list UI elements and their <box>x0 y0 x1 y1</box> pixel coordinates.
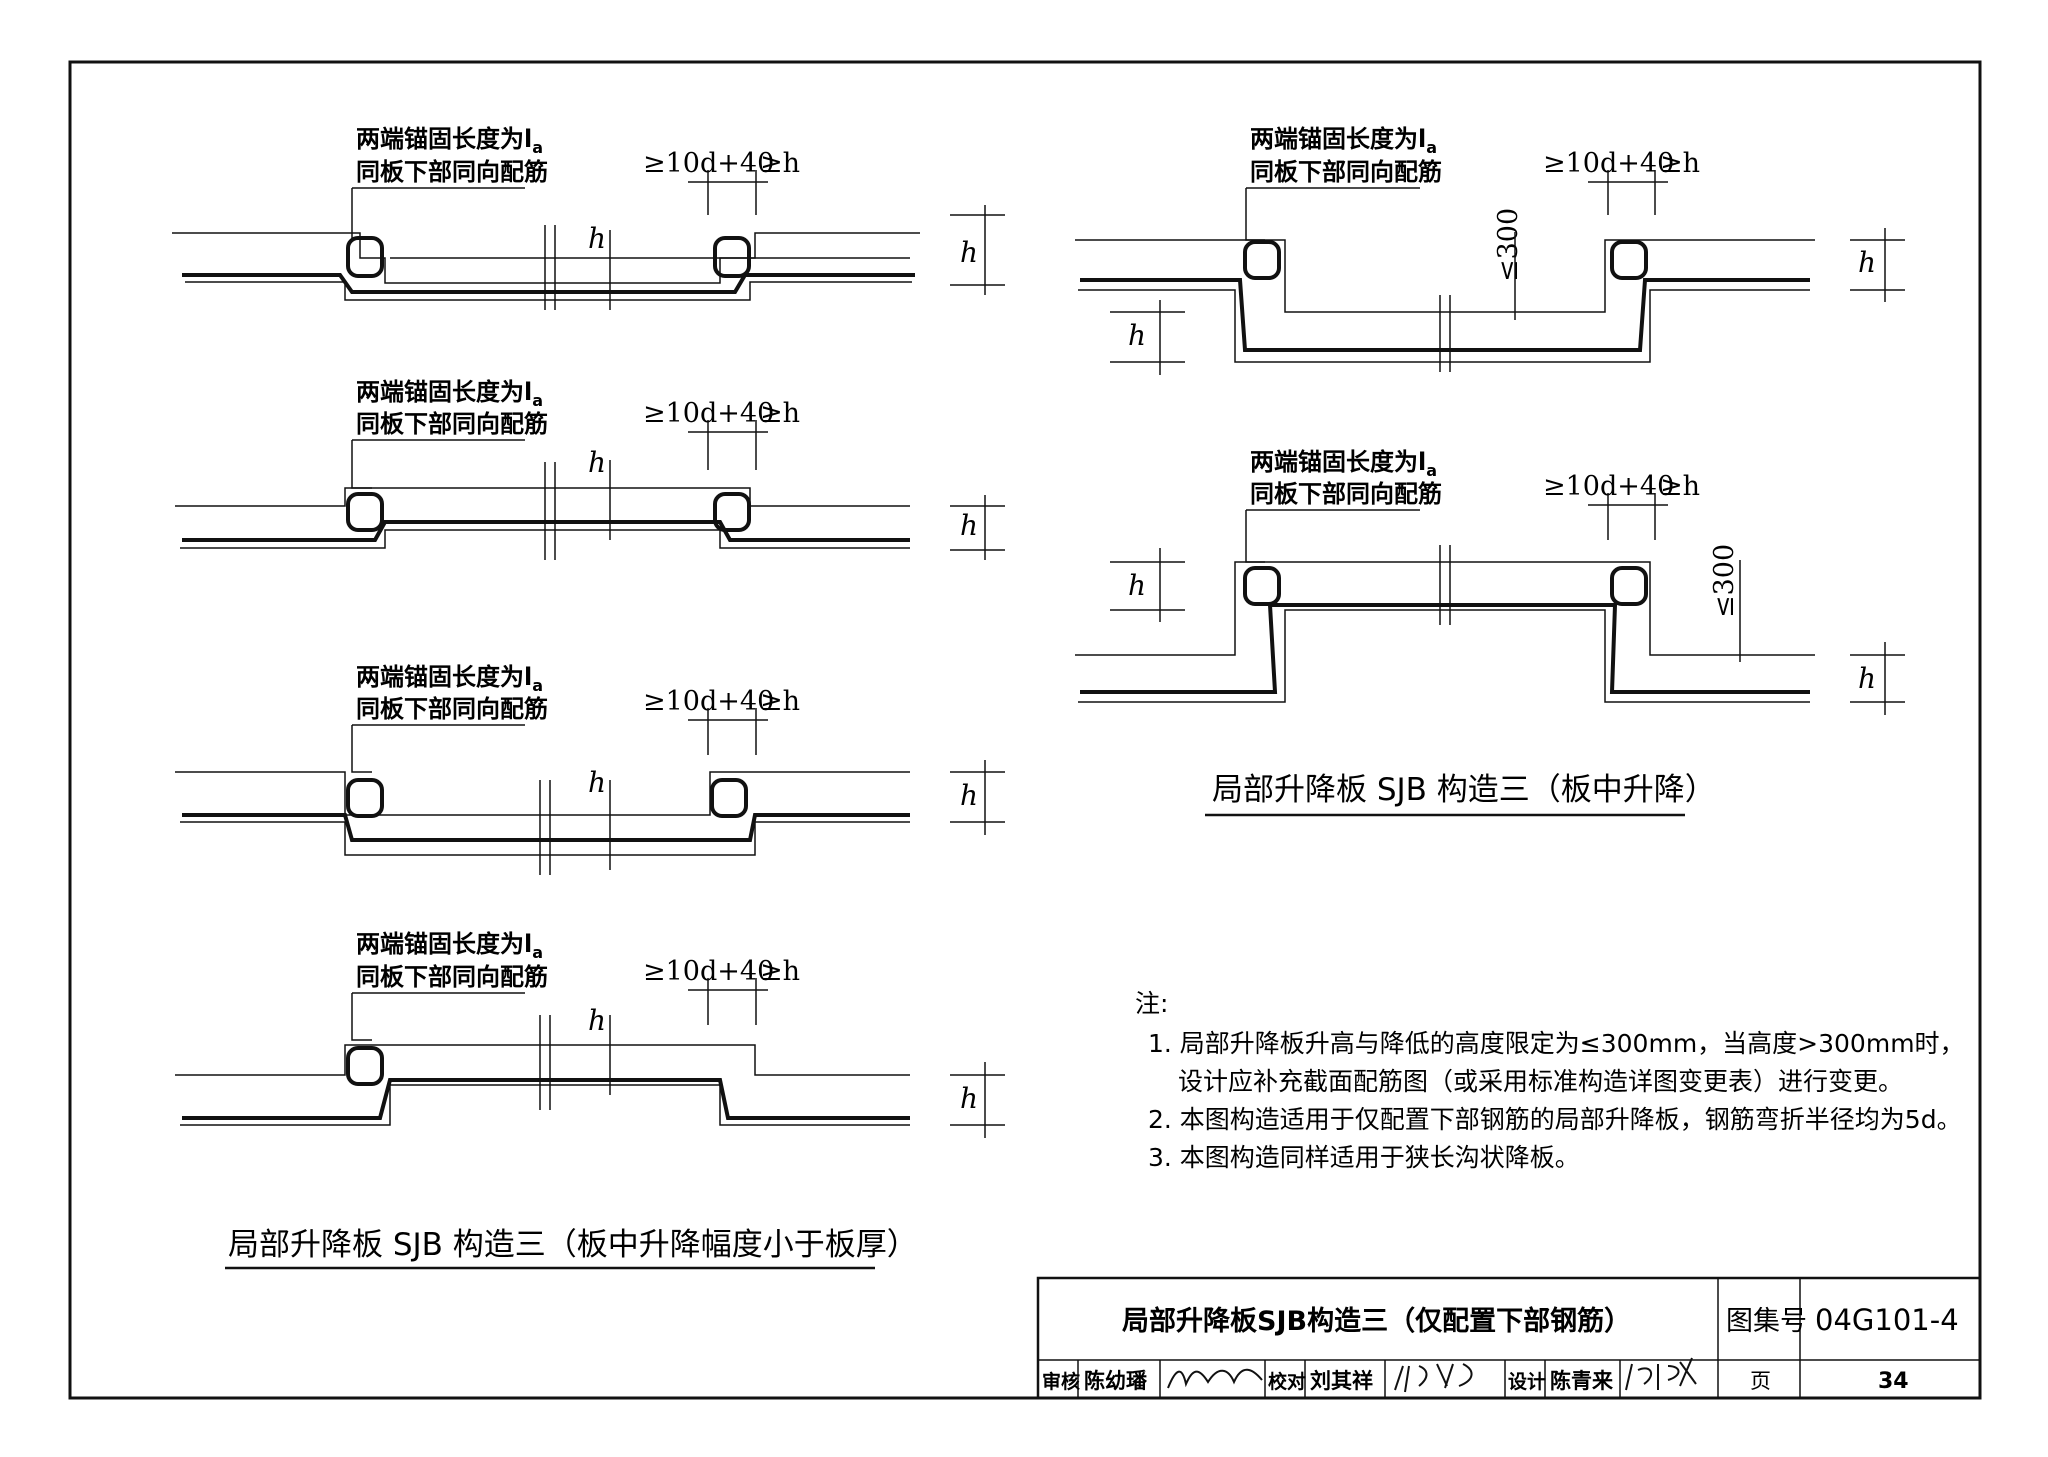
svg-text:2. 本图构造适用于仅配置下部钢筋的局部升降板，钢筋弯折半径: 2. 本图构造适用于仅配置下部钢筋的局部升降板，钢筋弯折半径均为5d。 <box>1148 1105 1962 1134</box>
svg-text:两端锚固长度为la: 两端锚固长度为la <box>356 378 543 410</box>
anchor-annotation: 两端锚固长度为la 同板下部同向配筋 <box>1245 448 1442 563</box>
svg-text:h: h <box>960 509 978 542</box>
designer-signature <box>1625 1357 1697 1391</box>
svg-text:h: h <box>960 1082 978 1115</box>
svg-text:两端锚固长度为la: 两端锚固长度为la <box>1250 125 1437 157</box>
detail-drop-slab-1: 两端锚固长度为la 同板下部同向配筋 ≥10d+40 ≥h h h <box>172 125 1005 310</box>
reviewer-signature <box>1167 1368 1263 1389</box>
svg-text:≥h: ≥h <box>1660 148 1700 179</box>
svg-text:≥h: ≥h <box>760 686 800 717</box>
svg-text:h: h <box>1858 246 1876 279</box>
svg-text:同板下部同向配筋: 同板下部同向配筋 <box>1250 480 1442 508</box>
svg-text:两端锚固长度为la: 两端锚固长度为la <box>356 125 543 157</box>
svg-text:h: h <box>960 779 978 812</box>
checker-signature <box>1394 1363 1473 1393</box>
atlas-number: 04G101-4 <box>1815 1303 1959 1337</box>
anchor-annotation: 两端锚固长度为la 同板下部同向配筋 <box>351 930 548 1041</box>
anchor-annotation: 两端锚固长度为la 同板下部同向配筋 <box>351 125 548 239</box>
svg-text:h: h <box>1128 319 1146 352</box>
svg-text:同板下部同向配筋: 同板下部同向配筋 <box>356 158 548 186</box>
svg-text:设计: 设计 <box>1508 1371 1546 1393</box>
detail-raised-slab-2: 两端锚固长度为la 同板下部同向配筋 ≥10d+40 ≥h h h <box>175 378 1005 560</box>
svg-text:同板下部同向配筋: 同板下部同向配筋 <box>356 963 548 991</box>
notes: 注: 1. 局部升降板升高与降低的高度限定为≤300mm，当高度>300mm时，… <box>1135 989 1965 1172</box>
svg-text:h: h <box>1128 569 1146 602</box>
svg-text:审核: 审核 <box>1042 1370 1080 1393</box>
anchor-annotation: 两端锚固长度为la 同板下部同向配筋 <box>1245 125 1442 241</box>
drawing-title: 局部升降板SJB构造三（仅配置下部钢筋） <box>1122 1305 1631 1337</box>
svg-text:校对: 校对 <box>1268 1370 1306 1393</box>
anchor-annotation: 两端锚固长度为la 同板下部同向配筋 <box>351 378 548 489</box>
svg-text:同板下部同向配筋: 同板下部同向配筋 <box>1250 158 1442 186</box>
sheet-frame <box>68 60 1982 1400</box>
svg-text:设计应补充截面配筋图（或采用标准构造详图变更表）进行变更。: 设计应补充截面配筋图（或采用标准构造详图变更表）进行变更。 <box>1178 1067 1903 1096</box>
svg-text:≥h: ≥h <box>760 148 800 179</box>
caption-left: 局部升降板 SJB 构造三（板中升降幅度小于板厚） <box>228 1227 918 1263</box>
svg-text:注:: 注: <box>1135 989 1168 1018</box>
svg-text:同板下部同向配筋: 同板下部同向配筋 <box>356 410 548 438</box>
svg-text:两端锚固长度为la: 两端锚固长度为la <box>356 930 543 962</box>
svg-text:≥h: ≥h <box>760 956 800 987</box>
svg-text:页: 页 <box>1750 1369 1771 1393</box>
offset-dimension: ≥10d+40 ≥h <box>643 686 800 755</box>
detail-deep-drop-slab: 两端锚固长度为la 同板下部同向配筋 ≥10d+40 ≥h ≤300 h h <box>1075 125 1905 375</box>
svg-text:h: h <box>588 446 606 479</box>
svg-text:≤300: ≤300 <box>1493 208 1524 282</box>
offset-dimension: ≥10d+40 ≥h <box>643 956 800 1025</box>
detail-raised-slab-4: 两端锚固长度为la 同板下部同向配筋 ≥10d+40 ≥h h h <box>175 930 1005 1138</box>
svg-text:h: h <box>588 222 606 255</box>
svg-text:≤300: ≤300 <box>1709 544 1740 618</box>
detail-deep-raised-slab: 两端锚固长度为la 同板下部同向配筋 ≥10d+40 ≥h ≤300 h h <box>1075 448 1905 715</box>
svg-text:同板下部同向配筋: 同板下部同向配筋 <box>356 695 548 723</box>
offset-dimension: ≥10d+40 ≥h <box>1543 148 1700 215</box>
svg-text:陈幼璠: 陈幼璠 <box>1084 1369 1148 1393</box>
svg-text:≥h: ≥h <box>1660 471 1700 502</box>
svg-text:刘其祥: 刘其祥 <box>1310 1369 1373 1393</box>
svg-text:图集号: 图集号 <box>1726 1306 1807 1337</box>
caption-right: 局部升降板 SJB 构造三（板中升降） <box>1212 772 1716 808</box>
svg-text:h: h <box>588 1004 606 1037</box>
offset-dimension: ≥10d+40 ≥h <box>1543 471 1700 540</box>
svg-text:≥h: ≥h <box>760 398 800 429</box>
detail-drop-slab-3: 两端锚固长度为la 同板下部同向配筋 ≥10d+40 ≥h h h <box>175 663 1005 875</box>
title-block: 局部升降板SJB构造三（仅配置下部钢筋） 图集号 04G101-4 审核 陈幼璠… <box>1036 1276 1982 1400</box>
svg-text:两端锚固长度为la: 两端锚固长度为la <box>356 663 543 695</box>
anchor-annotation: 两端锚固长度为la 同板下部同向配筋 <box>351 663 548 773</box>
svg-text:两端锚固长度为la: 两端锚固长度为la <box>1250 448 1437 480</box>
svg-text:h: h <box>960 236 978 269</box>
svg-text:1. 局部升降板升高与降低的高度限定为≤300mm，当高度>: 1. 局部升降板升高与降低的高度限定为≤300mm，当高度>300mm时， <box>1148 1029 1965 1058</box>
svg-text:h: h <box>1858 662 1876 695</box>
svg-text:3. 本图构造同样适用于狭长沟状降板。: 3. 本图构造同样适用于狭长沟状降板。 <box>1148 1143 1580 1172</box>
svg-text:h: h <box>588 766 606 799</box>
offset-dimension: ≥10d+40 ≥h <box>643 398 800 470</box>
page-number: 34 <box>1878 1369 1909 1394</box>
svg-text:陈青来: 陈青来 <box>1550 1369 1614 1393</box>
offset-dimension: ≥10d+40 ≥h <box>643 148 800 215</box>
